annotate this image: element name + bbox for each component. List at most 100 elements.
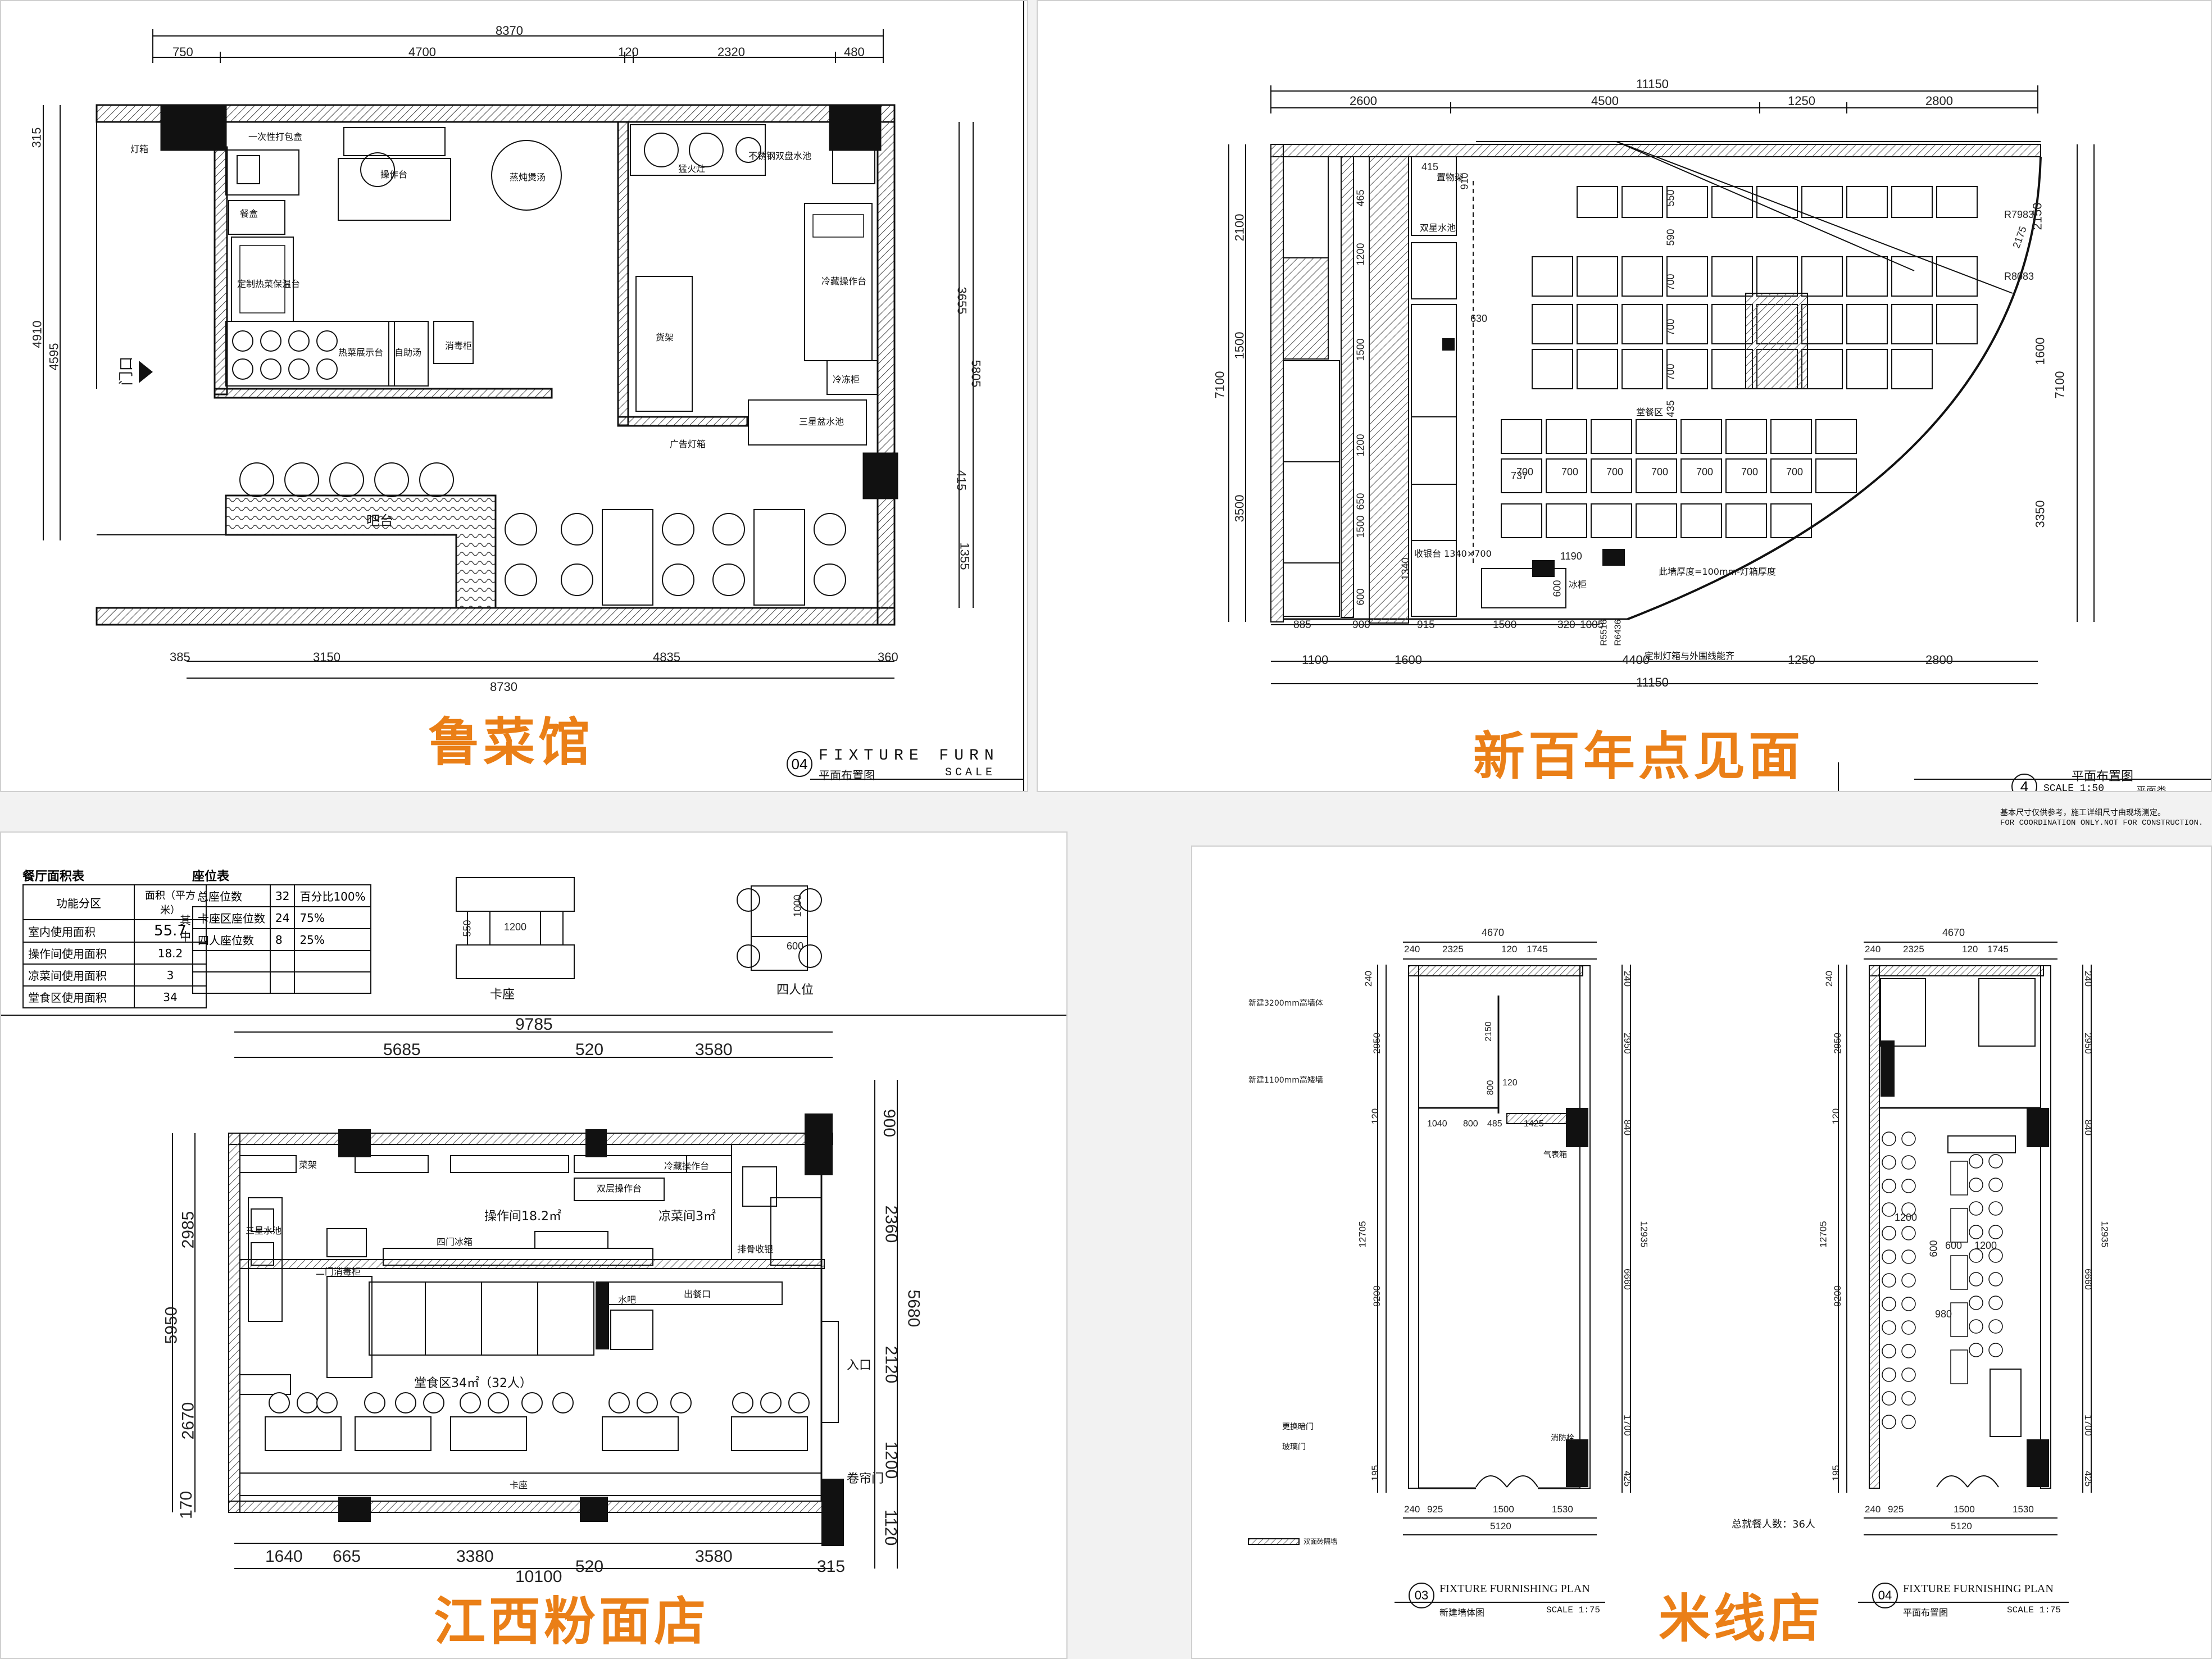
seat-circle bbox=[1901, 1415, 1916, 1429]
dim-left-2670: 2670 bbox=[179, 1402, 198, 1440]
dish-circle bbox=[269, 1392, 290, 1413]
dim-mid-590: 590 bbox=[1665, 229, 1677, 246]
table bbox=[1950, 1349, 1968, 1384]
label-warming-table: 定制热菜保温台 bbox=[237, 279, 301, 289]
dish-circle bbox=[552, 1392, 574, 1413]
planA-dim-top-total: 4670 bbox=[1482, 927, 1505, 938]
title-lucaiguan: 鲁菜馆 bbox=[428, 712, 594, 772]
dim-top-1: 2600 bbox=[1350, 94, 1377, 108]
seat-circle bbox=[1988, 1272, 2003, 1287]
planB-dim-right-840: 840 bbox=[2083, 1119, 2094, 1136]
dining-chair bbox=[1591, 419, 1632, 454]
seat-total-percent: 百分比100% bbox=[294, 884, 371, 907]
dining-chair bbox=[1577, 304, 1618, 344]
dim-top-1: 5685 bbox=[383, 1040, 421, 1059]
dim-top-3: 1250 bbox=[1788, 94, 1815, 108]
dining-chair bbox=[1770, 419, 1812, 454]
seat-count-cell: 24 bbox=[269, 906, 296, 929]
planB-dim-left-9200: 9200 bbox=[1832, 1285, 1843, 1307]
stamp-title: 平面布置图 bbox=[2072, 770, 2134, 784]
planB-dim-left-120: 120 bbox=[1831, 1108, 1842, 1125]
planB-dim-left-240: 240 bbox=[1824, 970, 1835, 987]
dim-bottom-900: 900 bbox=[1352, 619, 1370, 631]
dim-right-3350: 3350 bbox=[2033, 500, 2047, 528]
dim-left-total: 5950 bbox=[162, 1306, 181, 1344]
label-water-bar: 水吧 bbox=[618, 1294, 637, 1305]
dining-chair bbox=[1636, 458, 1677, 493]
planA-dim-right-12935: 12935 bbox=[1638, 1221, 1650, 1248]
dim-bottom-total: 10100 bbox=[515, 1567, 562, 1586]
legend-dim-1200: 1200 bbox=[504, 921, 527, 933]
area-zone-cell: 堂食区使用面积 bbox=[22, 985, 135, 1008]
planA-label-hidden-door: 更换暗门 bbox=[1282, 1422, 1314, 1431]
planB-dim-bottom-1: 240 bbox=[1865, 1504, 1881, 1515]
dim-left-650: 650 bbox=[1355, 493, 1366, 510]
planA-dim-right-2950: 2950 bbox=[1621, 1033, 1633, 1054]
planA-label-new-wall-1100: 新建1100mm高矮墙 bbox=[1248, 1076, 1323, 1085]
seat-circle bbox=[1882, 1179, 1896, 1193]
planA-dim-mid-800: 800 bbox=[1486, 1080, 1496, 1096]
dim-right-4: 1355 bbox=[957, 542, 972, 570]
dim-bottom-315: 315 bbox=[817, 1557, 846, 1576]
seat-circle bbox=[1901, 1226, 1916, 1240]
label-storage-rack: 置物架 bbox=[1437, 172, 1464, 183]
planB-dim-left-2950: 2950 bbox=[1832, 1033, 1843, 1054]
planA-dim-bottom-total: 5120 bbox=[1490, 1521, 1511, 1531]
seat-circle bbox=[1882, 1320, 1896, 1335]
planA-dim-left-120: 120 bbox=[1370, 1108, 1381, 1125]
planB-dim-mid-600a: 600 bbox=[1928, 1240, 1940, 1257]
dim-top-1: 750 bbox=[172, 45, 193, 59]
planB-dim-mid-1200b: 1200 bbox=[1974, 1240, 1997, 1251]
seat-circle bbox=[1969, 1272, 1983, 1287]
planB-dim-right-425: 425 bbox=[2083, 1470, 2094, 1487]
dim-mid-r5516: R5516 bbox=[1599, 619, 1609, 646]
planB-dim-bottom-total: 5120 bbox=[1951, 1521, 1972, 1531]
seat-circle bbox=[1901, 1131, 1916, 1146]
area-table-title: 餐厅面积表 bbox=[22, 870, 85, 884]
seat-circle bbox=[1882, 1131, 1896, 1146]
dining-chair bbox=[1532, 256, 1573, 297]
dish-circle bbox=[637, 1392, 658, 1413]
seat-circle bbox=[1988, 1248, 2003, 1263]
planA-dim-bottom-3: 1500 bbox=[1493, 1504, 1514, 1515]
label-display-counter: 热菜展示台 bbox=[338, 347, 384, 358]
dish-circle bbox=[297, 1392, 318, 1413]
planB-dim-bottom-3: 1500 bbox=[1954, 1504, 1975, 1515]
dish-circle bbox=[364, 1392, 385, 1413]
seat-circle bbox=[1882, 1297, 1896, 1311]
dining-chair bbox=[1621, 349, 1663, 389]
seat-circle bbox=[1988, 1296, 2003, 1310]
seat-circle bbox=[1882, 1391, 1896, 1406]
label-lightbox-note: 定制灯箱与外围线能齐 bbox=[1645, 651, 1735, 661]
stamp-number: 04 bbox=[787, 751, 812, 777]
dish-circle bbox=[788, 1392, 810, 1413]
label-meal-box: 餐盒 bbox=[240, 208, 258, 219]
dining-chair bbox=[1546, 419, 1587, 454]
planA-dim-left-9200: 9200 bbox=[1371, 1285, 1382, 1307]
table bbox=[1950, 1302, 1968, 1337]
label-cold-table: 冷藏操作台 bbox=[821, 276, 867, 287]
seat-circle bbox=[1988, 1319, 2003, 1334]
dining-chair bbox=[1725, 458, 1767, 493]
dim-mid-r8083: R8083 bbox=[2004, 271, 2034, 282]
seat-circle bbox=[1988, 1178, 2003, 1192]
area-zone-cell: 操作间使用面积 bbox=[22, 942, 135, 965]
dim-left-3: 4595 bbox=[47, 343, 61, 371]
planA-label-glass-door: 玻璃门 bbox=[1282, 1443, 1306, 1452]
label-wall-note: 此墙厚度=100mm-灯箱厚度 bbox=[1659, 566, 1776, 577]
table bbox=[1950, 1208, 1968, 1243]
dim-bottom-1500: 1500 bbox=[1493, 619, 1517, 631]
legend-dim-600: 600 bbox=[787, 940, 804, 952]
dining-chair bbox=[1501, 458, 1542, 493]
legend-sirenwei: 四人位 bbox=[776, 983, 814, 997]
planA-dim-mid-485: 485 bbox=[1487, 1119, 1502, 1129]
dim-mid-r6436: R6436 bbox=[1613, 619, 1623, 646]
dim-bottom-total: 11150 bbox=[1636, 675, 1669, 689]
planB-dim-top-3: 120 bbox=[1962, 944, 1978, 955]
dining-chair bbox=[1666, 186, 1708, 218]
dish-circle bbox=[460, 1392, 481, 1413]
